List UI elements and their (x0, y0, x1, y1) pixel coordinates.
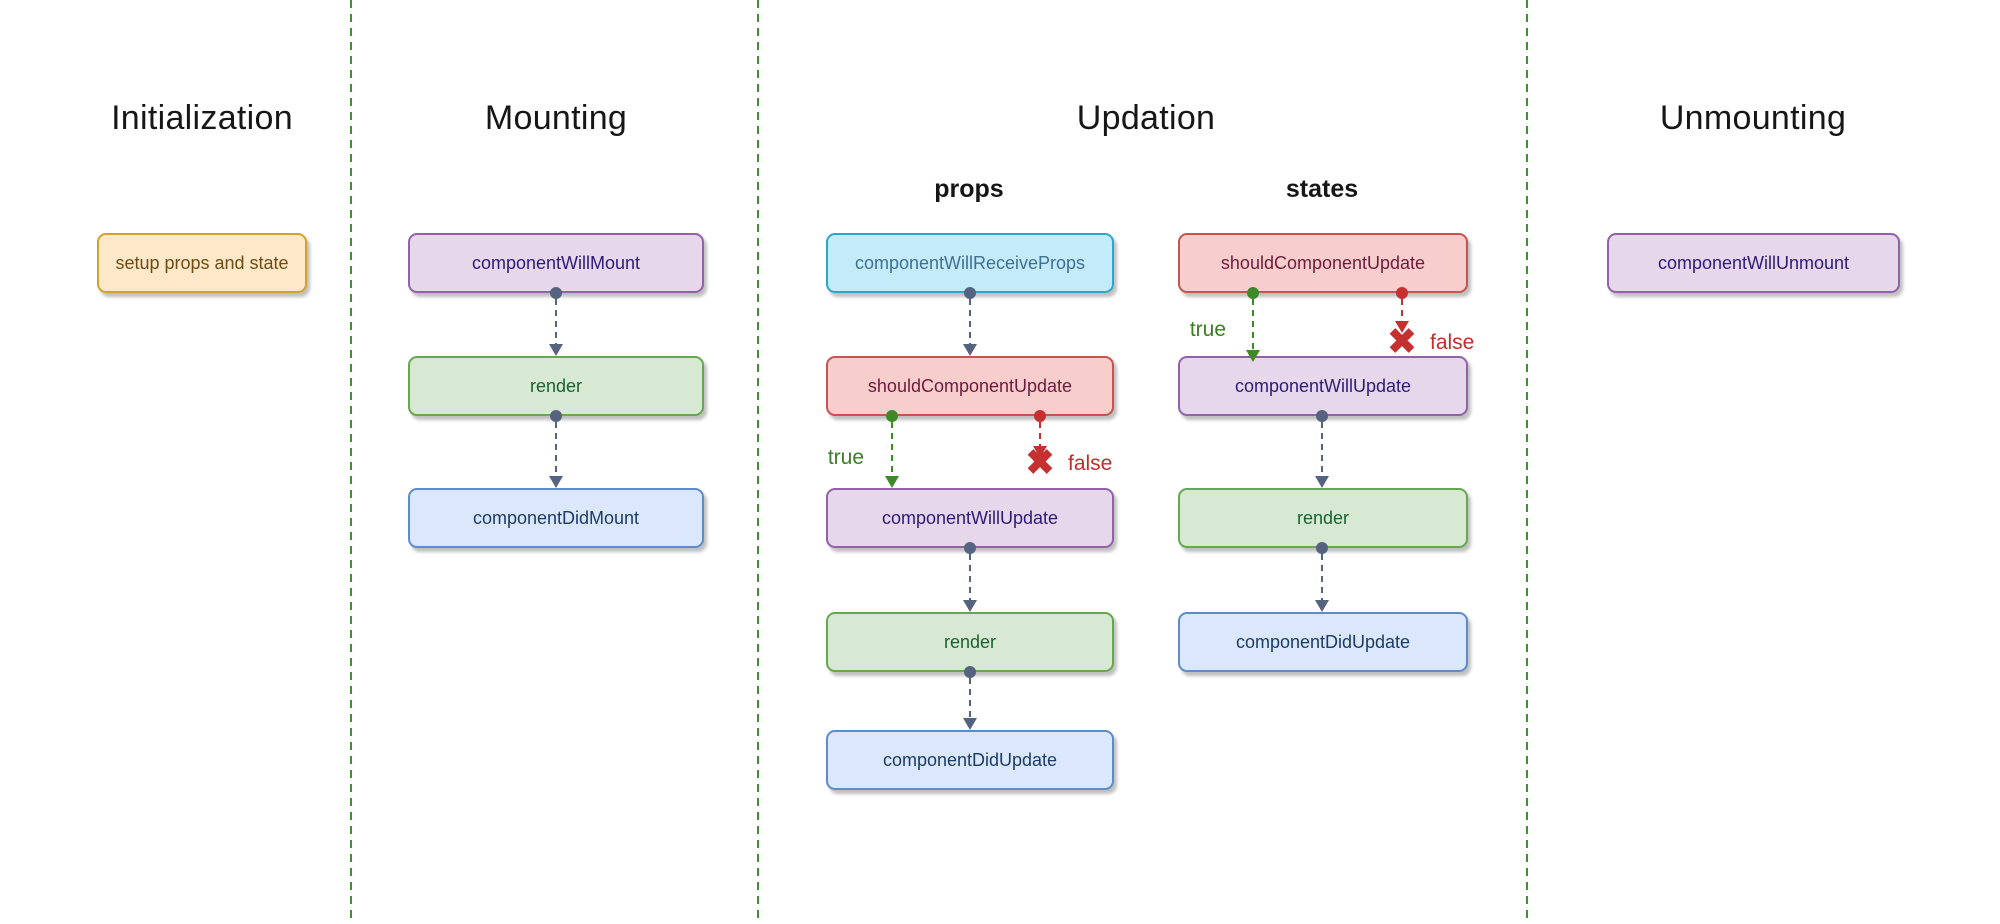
node-should-component-update-states: shouldComponentUpdate (1178, 233, 1468, 293)
arrow-will-update-to-render-props (963, 542, 977, 612)
connector-dot-icon (550, 287, 562, 299)
arrow-render-to-did-update-states (1315, 542, 1329, 612)
connector-dot-icon (964, 542, 976, 554)
arrow-will-mount-to-render (549, 287, 563, 356)
dashed-line (969, 554, 971, 600)
section-divider (757, 0, 759, 924)
arrowhead-icon (963, 718, 977, 730)
arrow-true-branch-states (1246, 287, 1260, 362)
arrow-render-to-did-update-props (963, 666, 977, 730)
section-title-initialization: Initialization (111, 99, 293, 137)
section-divider (1526, 0, 1528, 924)
dashed-line (1039, 422, 1041, 446)
node-component-will-unmount: componentWillUnmount (1607, 233, 1900, 293)
section-title-unmounting: Unmounting (1659, 99, 1847, 137)
dashed-line (1252, 299, 1254, 350)
dashed-line (1321, 554, 1323, 600)
node-component-will-update-props: componentWillUpdate (826, 488, 1114, 548)
arrow-render-to-did-mount (549, 410, 563, 488)
arrow-false-branch-props (1033, 410, 1047, 458)
arrowhead-icon (1315, 476, 1329, 488)
false-x-icon: ✖ (1024, 441, 1056, 484)
dashed-line (891, 422, 893, 476)
arrowhead-icon (963, 600, 977, 612)
dashed-line (1321, 422, 1323, 476)
node-component-did-update-states: componentDidUpdate (1178, 612, 1468, 672)
arrow-receive-props-to-should-update (963, 287, 977, 356)
dashed-line (555, 422, 557, 476)
connector-dot-icon (1396, 287, 1408, 299)
label-false-props: false (1068, 452, 1113, 475)
dashed-line (1401, 299, 1403, 321)
arrowhead-icon (963, 344, 977, 356)
section-divider (350, 0, 352, 924)
node-component-will-receive-props: componentWillReceiveProps (826, 233, 1114, 293)
node-component-will-mount: componentWillMount (408, 233, 704, 293)
false-x-icon: ✖ (1386, 320, 1418, 363)
connector-dot-icon (886, 410, 898, 422)
node-component-did-update-props: componentDidUpdate (826, 730, 1114, 790)
connector-dot-icon (1247, 287, 1259, 299)
subcolumn-title-props: props (934, 175, 1004, 203)
arrowhead-icon (885, 476, 899, 488)
connector-dot-icon (1316, 410, 1328, 422)
dashed-line (555, 299, 557, 344)
label-false-states: false (1430, 331, 1475, 354)
arrow-false-branch-states (1395, 287, 1409, 333)
arrowhead-icon (1395, 321, 1409, 333)
node-render-states: render (1178, 488, 1468, 548)
arrowhead-icon (1246, 350, 1260, 362)
subcolumn-title-states: states (1285, 175, 1359, 203)
node-component-will-update-states: componentWillUpdate (1178, 356, 1468, 416)
connector-dot-icon (1034, 410, 1046, 422)
section-title-updation: Updation (1076, 99, 1216, 137)
connector-dot-icon (964, 287, 976, 299)
label-true-states: true (1189, 318, 1226, 341)
arrow-true-branch-props (885, 410, 899, 488)
arrowhead-icon (549, 476, 563, 488)
connector-dot-icon (964, 666, 976, 678)
connector-dot-icon (550, 410, 562, 422)
arrowhead-icon (1033, 446, 1047, 458)
node-should-component-update-props: shouldComponentUpdate (826, 356, 1114, 416)
label-true-props: true (827, 446, 864, 469)
node-render-props: render (826, 612, 1114, 672)
node-render-mounting: render (408, 356, 704, 416)
node-component-did-mount: componentDidMount (408, 488, 704, 548)
arrow-will-update-to-render-states (1315, 410, 1329, 488)
node-setup-props-and-state: setup props and state (97, 233, 307, 293)
connector-dot-icon (1316, 542, 1328, 554)
dashed-line (969, 299, 971, 344)
arrowhead-icon (549, 344, 563, 356)
arrowhead-icon (1315, 600, 1329, 612)
dashed-line (969, 678, 971, 718)
section-title-mounting: Mounting (484, 99, 628, 137)
